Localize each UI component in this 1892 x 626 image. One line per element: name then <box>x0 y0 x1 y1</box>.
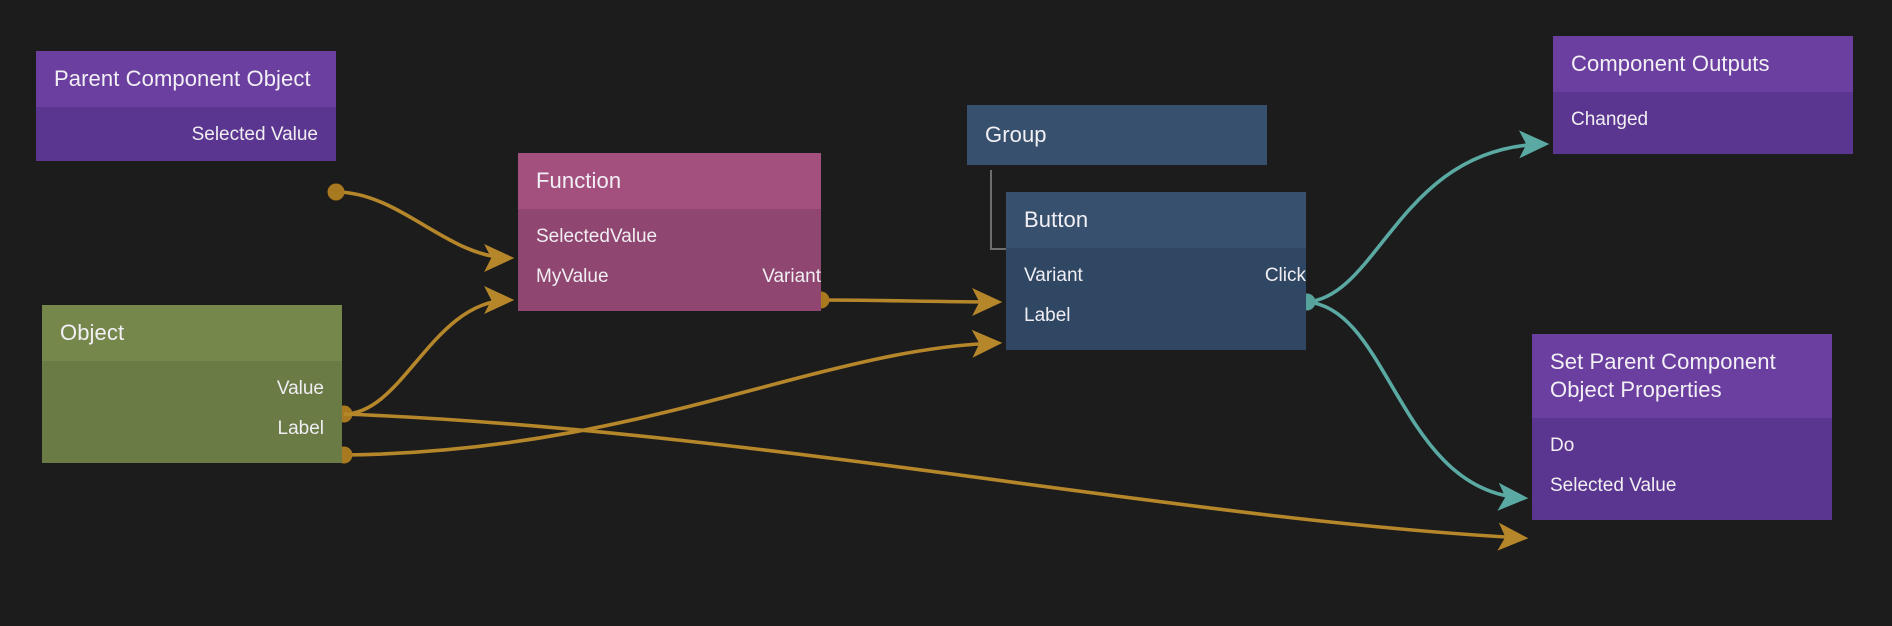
node-title: Object <box>42 305 342 362</box>
output-port-value[interactable]: Value <box>42 369 342 409</box>
group-containment-bracket <box>990 170 1008 250</box>
input-port-myvalue[interactable]: MyValue Variant <box>518 257 821 297</box>
node-body: Changed <box>1553 92 1853 155</box>
port-label: Selected Value <box>1550 475 1677 497</box>
node-parent-component-object[interactable]: Parent Component Object Selected Value <box>36 51 336 162</box>
port-label: Selected Value <box>191 124 318 146</box>
wire-object-label-to-button-label <box>335 329 1003 464</box>
output-port-label[interactable]: Label <box>42 409 342 449</box>
node-object[interactable]: Object Value Label <box>42 305 342 464</box>
node-title: Function <box>518 153 821 210</box>
node-function[interactable]: Function SelectedValue MyValue Variant <box>518 153 821 312</box>
node-body: Value Label <box>42 361 342 464</box>
port-label: Variant <box>1024 265 1083 287</box>
node-component-outputs[interactable]: Component Outputs Changed <box>1553 36 1853 155</box>
wire-button-click-to-setparent-do <box>1298 293 1529 511</box>
wire-function-variant-to-button-variant <box>812 287 1003 317</box>
node-title: Component Outputs <box>1553 36 1853 93</box>
input-port-label[interactable]: Label <box>1006 296 1306 336</box>
input-port-do[interactable]: Do <box>1532 426 1832 466</box>
wire-object-value-to-setparent-selectedvalue <box>343 412 1529 551</box>
output-port-selected-value[interactable]: Selected Value <box>36 115 336 155</box>
input-port-variant[interactable]: Variant Click <box>1006 256 1306 296</box>
port-label: MyValue <box>536 266 609 288</box>
node-body: Do Selected Value <box>1532 418 1832 521</box>
port-label: SelectedValue <box>536 226 658 248</box>
node-group[interactable]: Group <box>967 105 1267 166</box>
node-set-parent-component-object-properties[interactable]: Set Parent Component Object Properties D… <box>1532 334 1832 521</box>
node-button[interactable]: Button Variant Click Label <box>1006 192 1306 351</box>
input-port-changed[interactable]: Changed <box>1553 100 1853 140</box>
node-body: Selected Value <box>36 107 336 162</box>
port-label: Value <box>276 378 324 400</box>
port-label: Changed <box>1571 109 1649 131</box>
input-port-selectedvalue[interactable]: SelectedValue <box>518 217 821 257</box>
wire-object-value-to-function-myvalue <box>335 285 515 423</box>
wire-parent-selectedvalue-to-function <box>327 183 515 273</box>
port-label: Label <box>277 418 325 440</box>
node-title: Group <box>967 105 1267 166</box>
port-label: Do <box>1550 435 1575 457</box>
input-port-selected-value[interactable]: Selected Value <box>1532 466 1832 506</box>
wire-button-click-to-component-outputs-changed <box>1306 130 1550 304</box>
port-label: Label <box>1024 305 1071 327</box>
output-port-click-label[interactable]: Click <box>1264 265 1306 287</box>
node-title: Set Parent Component Object Properties <box>1532 334 1832 419</box>
output-port-variant-label[interactable]: Variant <box>762 266 821 288</box>
node-title: Button <box>1006 192 1306 249</box>
node-body: Variant Click Label <box>1006 248 1306 351</box>
node-body: SelectedValue MyValue Variant <box>518 209 821 312</box>
node-title: Parent Component Object <box>36 51 336 108</box>
